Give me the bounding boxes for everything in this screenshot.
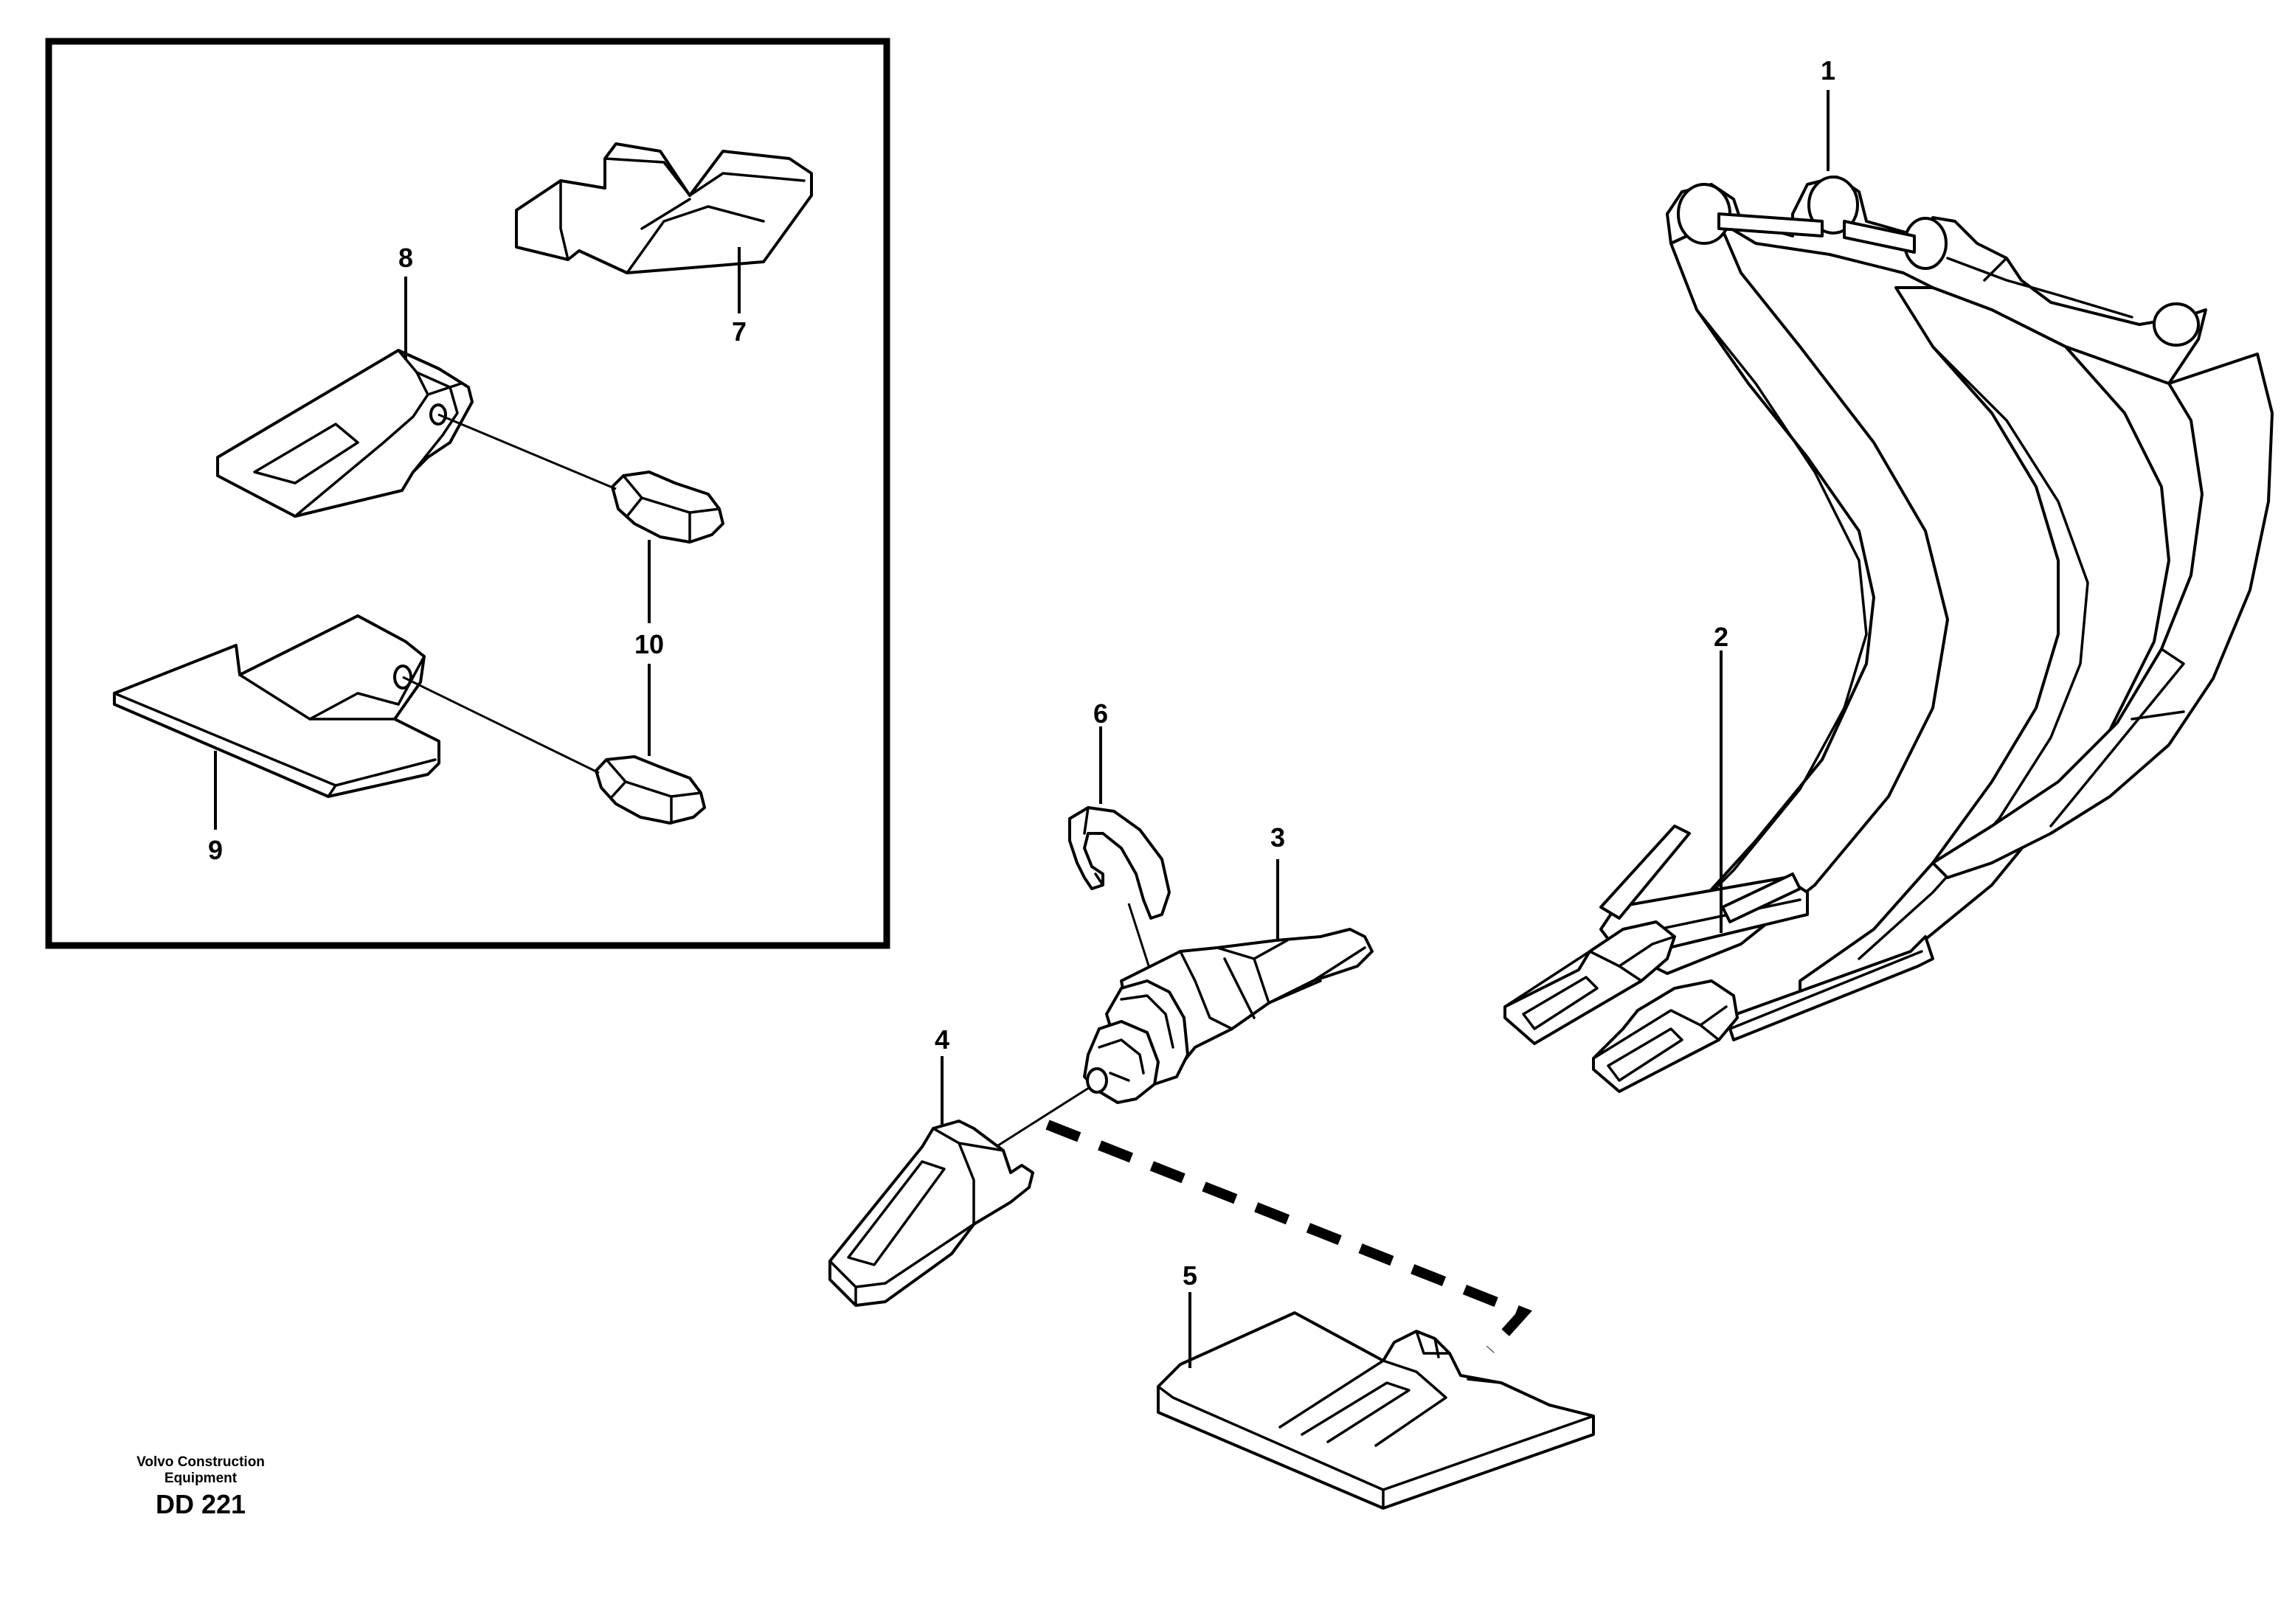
part-4-tooth — [828, 1120, 1034, 1307]
connector-3-4 — [995, 1086, 1090, 1148]
callout-3: 3 — [1270, 822, 1285, 853]
part-10-retainer-pin-upper — [611, 471, 724, 544]
inset-frame — [45, 38, 890, 949]
part-7-adapter — [515, 142, 813, 274]
callout-2: 2 — [1714, 622, 1728, 652]
connector-8-10 — [437, 413, 617, 490]
dashed-alignment-line — [1045, 1120, 1532, 1353]
part-8-tooth — [216, 349, 474, 518]
connector-9-10 — [402, 676, 600, 774]
part-2-bucket-teeth — [1503, 920, 1739, 1093]
part-10-retainer-pin-lower — [595, 755, 706, 825]
callout-5: 5 — [1183, 1260, 1197, 1291]
part-9-flat-tooth — [113, 614, 440, 798]
callout-1: 1 — [1821, 55, 1835, 86]
callout-10: 10 — [634, 629, 664, 659]
callout-4: 4 — [935, 1024, 949, 1055]
part-5-flat-tooth — [1157, 1311, 1595, 1510]
company-name-line1: Volvo Construction — [136, 1454, 265, 1470]
callout-6: 6 — [1093, 698, 1108, 729]
part-6-retaining-clip — [1068, 806, 1171, 920]
drawing-number: DD 221 — [156, 1489, 246, 1519]
callout-9: 9 — [208, 835, 223, 865]
part-1-ripper-bucket — [1599, 176, 2274, 1041]
company-name-line2: Equipment — [165, 1471, 238, 1486]
callout-7: 7 — [732, 316, 747, 347]
callout-8: 8 — [398, 243, 413, 273]
part-3-adapter — [1083, 928, 1374, 1104]
